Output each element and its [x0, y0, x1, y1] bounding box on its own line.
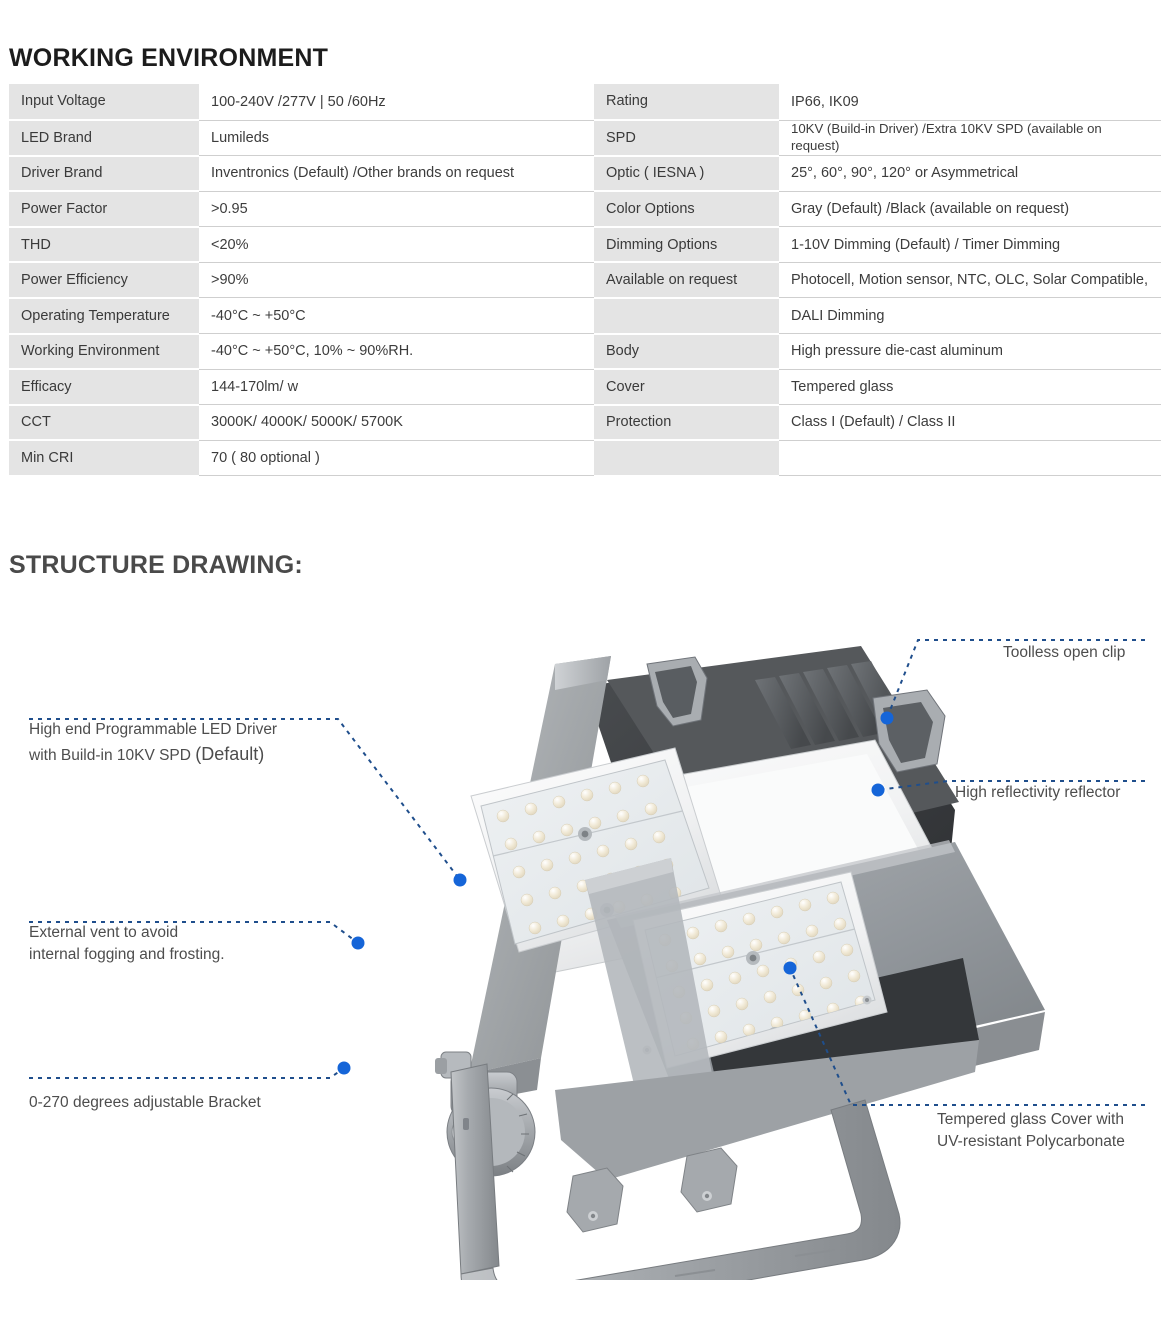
spec-label: Input Voltage — [9, 84, 199, 121]
spec-label: Working Environment — [9, 333, 199, 371]
spec-value: Photocell, Motion sensor, NTC, OLC, Sola… — [779, 262, 1161, 299]
table-row: Min CRI 70 ( 80 optional ) — [9, 440, 1161, 477]
dot-reflector — [871, 783, 885, 797]
spec-value: >90% — [199, 262, 594, 299]
callout-leader-lines — [29, 639, 1145, 1106]
callout-cover-line2: UV-resistant Polycarbonate — [937, 1133, 1125, 1151]
spec-label: Rating — [594, 84, 779, 121]
product-illustration-flood-light — [435, 646, 1045, 1280]
callout-clip-line1: Toolless open clip — [1003, 644, 1126, 661]
callout-label-reflector: High reflectivity reflector — [955, 782, 1120, 804]
callout-reflector-line1: High reflectivity reflector — [955, 784, 1121, 801]
spec-label: Available on request — [594, 262, 779, 299]
dot-cover — [783, 961, 797, 975]
spec-value: 10KV (Build-in Driver) /Extra 10KV SPD (… — [779, 120, 1161, 157]
callout-label-cover: Tempered glass Cover with UV-resistant P… — [937, 1109, 1125, 1154]
spec-label: Optic ( IESNA ) — [594, 155, 779, 193]
callout-cover-line1: Tempered glass Cover with — [937, 1111, 1124, 1128]
spec-label: THD — [9, 226, 199, 264]
dot-clip — [880, 711, 894, 725]
table-row: Efficacy 144-170lm/ w Cover Tempered gla… — [9, 369, 1161, 406]
page-title-working-environment: WORKING ENVIRONMENT — [9, 44, 329, 72]
leader-line-driver — [29, 718, 461, 881]
callout-vent-line2: internal fogging and frosting. — [29, 946, 225, 964]
spec-value: -40°C ~ +50°C, 10% ~ 90%RH. — [199, 333, 594, 370]
table-row: LED Brand Lumileds SPD 10KV (Build-in Dr… — [9, 120, 1161, 157]
page-title-structure-drawing: STRUCTURE DRAWING: — [9, 551, 303, 579]
spec-label: Efficacy — [9, 369, 199, 406]
spec-label: Dimming Options — [594, 226, 779, 264]
spec-label: Min CRI — [9, 440, 199, 477]
spec-label: Power Efficiency — [9, 262, 199, 299]
spec-value: 100-240V /277V | 50 /60Hz — [199, 84, 594, 121]
spec-label: SPD — [594, 120, 779, 157]
dot-driver — [453, 873, 467, 887]
table-row: Operating Temperature -40°C ~ +50°C DALI… — [9, 297, 1161, 335]
u-bracket — [450, 1063, 901, 1280]
table-row: Driver Brand Inventronics (Default) /Oth… — [9, 155, 1161, 193]
spec-label: Driver Brand — [9, 155, 199, 193]
leader-line-bracket — [29, 1067, 345, 1079]
spec-label: Operating Temperature — [9, 297, 199, 335]
spec-value: -40°C ~ +50°C — [199, 297, 594, 335]
callout-driver-line2: with Build-in 10KV SPD (Default) — [29, 741, 277, 767]
callout-label-led-driver: High end Programmable LED Driver with Bu… — [29, 719, 277, 768]
table-row: Power Efficiency >90% Available on reque… — [9, 262, 1161, 299]
spec-label: CCT — [9, 404, 199, 442]
cover-frame-bar — [585, 858, 717, 1122]
spec-value: High pressure die-cast aluminum — [779, 333, 1161, 370]
dot-vent — [351, 936, 365, 950]
heat-sink-fins — [755, 661, 907, 749]
spec-value: IP66, IK09 — [779, 84, 1161, 121]
spec-value: <20% — [199, 226, 594, 263]
table-row: CCT 3000K/ 4000K/ 5000K/ 5700K Protectio… — [9, 404, 1161, 442]
spec-label-empty — [594, 440, 779, 477]
table-row: THD <20% Dimming Options 1-10V Dimming (… — [9, 226, 1161, 264]
spec-value: 144-170lm/ w — [199, 369, 594, 406]
callout-label-toolless-clip: Toolless open clip — [1003, 642, 1125, 664]
spec-value: Tempered glass — [779, 369, 1161, 406]
spec-value: Lumileds — [199, 120, 594, 157]
spec-value: Inventronics (Default) /Other brands on … — [199, 155, 594, 192]
spec-value: DALI Dimming — [779, 297, 1161, 335]
callout-driver-default: (Default) — [195, 744, 265, 765]
structure-drawing-figure — [0, 600, 1170, 1327]
mounting-tabs — [566, 1147, 738, 1233]
spec-label: Cover — [594, 369, 779, 406]
spec-value: >0.95 — [199, 191, 594, 228]
spec-value: Class I (Default) / Class II — [779, 404, 1161, 441]
leader-line-clip — [886, 639, 1145, 719]
callout-driver-line2-a: with Build-in 10KV SPD — [29, 747, 196, 765]
spec-label: LED Brand — [9, 120, 199, 157]
spec-value-empty — [779, 440, 1161, 477]
specifications-table: Input Voltage 100-240V /277V | 50 /60Hz … — [9, 84, 1161, 477]
leader-line-vent — [29, 921, 359, 944]
spec-value: 70 ( 80 optional ) — [199, 440, 594, 477]
callout-bracket-line1: 0-270 degrees adjustable Bracket — [29, 1094, 261, 1111]
table-row: Input Voltage 100-240V /277V | 50 /60Hz … — [9, 84, 1161, 121]
spec-value: 25°, 60°, 90°, 120° or Asymmetrical — [779, 155, 1161, 192]
callout-label-bracket: 0-270 degrees adjustable Bracket — [29, 1092, 261, 1114]
table-row: Power Factor >0.95 Color Options Gray (D… — [9, 191, 1161, 228]
spec-label: Body — [594, 333, 779, 371]
callout-vent-line1: External vent to avoid — [29, 924, 179, 941]
table-row: Working Environment -40°C ~ +50°C, 10% ~… — [9, 333, 1161, 371]
toolless-clip — [646, 656, 946, 773]
callout-label-external-vent: External vent to avoid internal fogging … — [29, 922, 225, 967]
dot-bracket — [337, 1061, 351, 1075]
spec-label: Power Factor — [9, 191, 199, 228]
spec-value: 3000K/ 4000K/ 5000K/ 5700K — [199, 404, 594, 441]
callout-driver-line1: High end Programmable LED Driver — [29, 721, 278, 738]
spec-label-empty — [594, 297, 779, 335]
spec-value: 1-10V Dimming (Default) / Timer Dimming — [779, 226, 1161, 263]
leader-line-reflector — [877, 780, 1145, 791]
callout-anchor-dots — [337, 711, 894, 1075]
front-lower-plate — [555, 1040, 979, 1180]
leader-line-cover — [789, 967, 1145, 1106]
spec-label: Protection — [594, 404, 779, 442]
spec-value: Gray (Default) /Black (available on requ… — [779, 191, 1161, 228]
spec-label: Color Options — [594, 191, 779, 228]
